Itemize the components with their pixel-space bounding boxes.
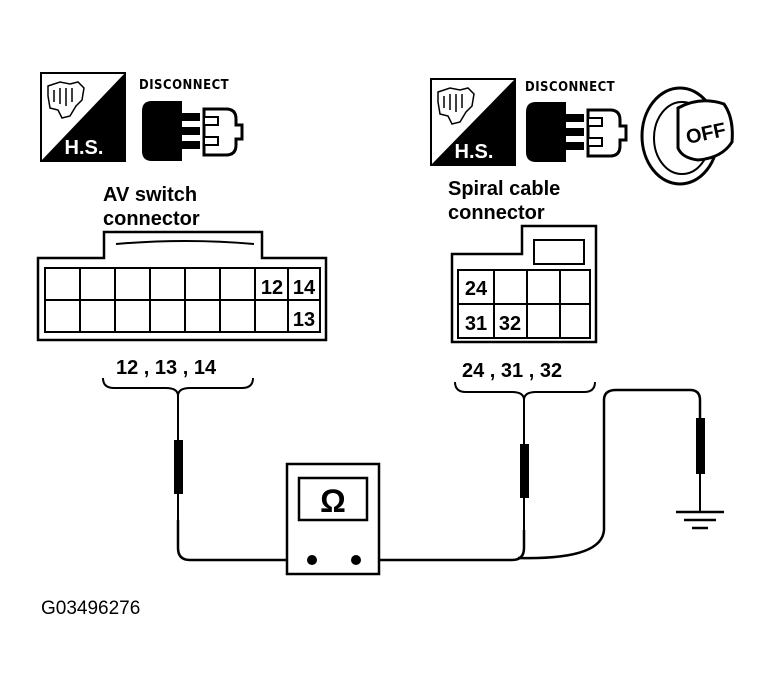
ground-probe: [696, 418, 705, 512]
left-probe: [174, 396, 183, 520]
ignition-key-icon: OFF: [640, 86, 734, 186]
disconnect-label-right: DISCONNECT: [525, 80, 616, 95]
meter-terminal-right: [351, 555, 361, 565]
av-switch-connector: 12 14 13: [36, 230, 328, 342]
spiral-cable-connector: 24 31 32: [450, 224, 598, 344]
ohmmeter: Ω: [285, 462, 381, 576]
cell-14: 14: [293, 277, 316, 299]
meter-terminal-left: [307, 555, 317, 565]
av-switch-title-line2: connector: [103, 208, 200, 230]
ground-lead-wire: [517, 388, 702, 560]
spiral-cable-title-line1: Spiral cable: [448, 178, 561, 200]
right-probe: [520, 400, 529, 530]
spiral-cable-pins-label: 24 , 31 , 32: [462, 360, 563, 382]
cell-12: 12: [261, 277, 283, 299]
cell-32: 32: [499, 313, 521, 335]
right-lead-wire: [356, 530, 526, 562]
cell-13: 13: [293, 309, 315, 331]
hand-service-label: H.S.: [65, 137, 104, 159]
disconnect-connector-icon: [142, 101, 244, 161]
ohm-symbol: Ω: [320, 483, 346, 519]
spiral-cable-title-line2: connector: [448, 202, 545, 224]
av-switch-title-line1: AV switch: [103, 184, 198, 206]
hand-service-icon-right: H.S.: [430, 78, 516, 166]
disconnect-connector-icon-right: [526, 102, 628, 162]
figure-code: G03496276: [41, 598, 141, 619]
av-switch-pins-label: 12 , 13 , 14: [116, 357, 217, 379]
cell-31: 31: [465, 313, 487, 335]
cell-24: 24: [465, 278, 488, 300]
ground-symbol: [676, 510, 724, 530]
left-lead-wire: [176, 520, 312, 562]
disconnect-label: DISCONNECT: [139, 78, 230, 93]
hand-service-label-right: H.S.: [455, 141, 494, 163]
hand-service-icon-left: H.S.: [40, 72, 126, 162]
